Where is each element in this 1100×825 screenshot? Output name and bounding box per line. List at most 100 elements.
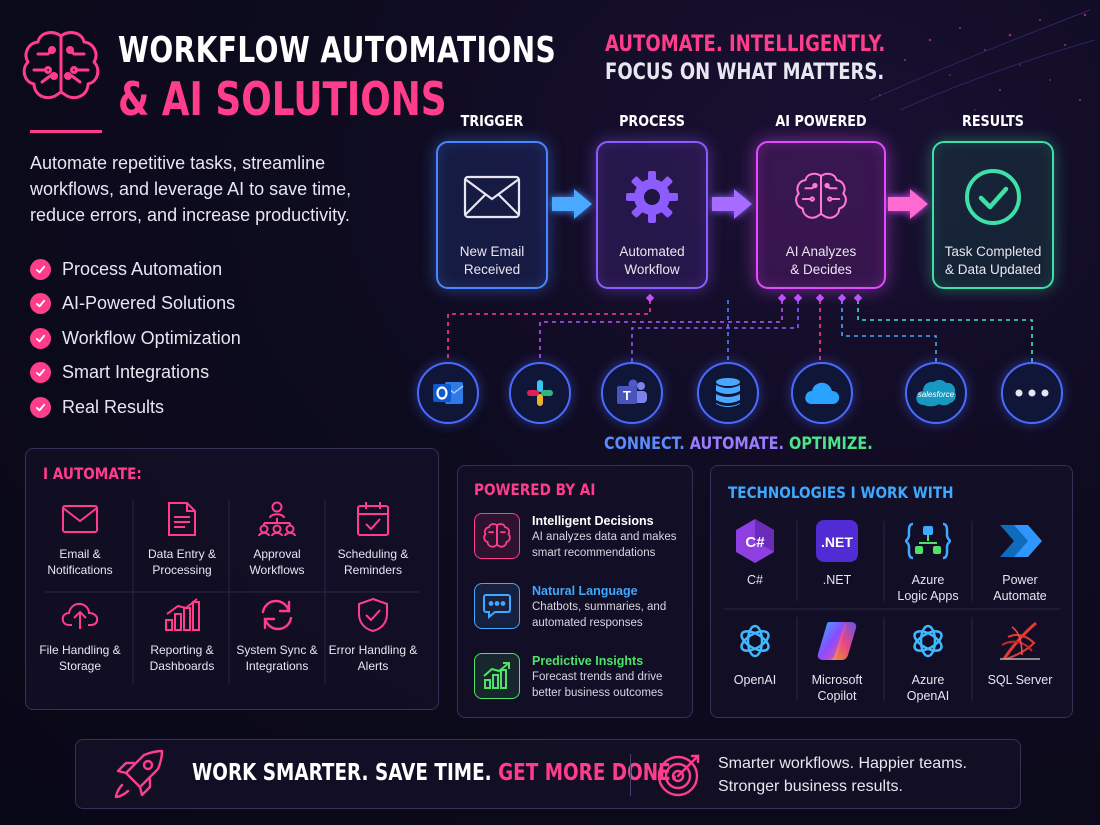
list-item-label: Real Results: [62, 396, 165, 417]
automate-grid-dividers: [45, 500, 419, 684]
salesforce-label: salesforce: [918, 390, 955, 399]
calendar-icon: [356, 498, 390, 540]
page-title-line2: & AI SOLUTIONS: [118, 72, 447, 126]
tech-item-power-automate: Power Automate: [977, 518, 1063, 604]
outlook-icon: [417, 362, 479, 424]
list-item-label: Smart Integrations: [62, 362, 210, 383]
list-item: Workflow Optimization: [30, 321, 241, 356]
gear-icon: [624, 167, 680, 227]
check-icon: [30, 327, 51, 349]
brain-icon: [790, 167, 852, 227]
list-item-label: AI-Powered Solutions: [62, 293, 236, 314]
stage-label-trigger: TRIGGER: [460, 112, 524, 130]
automate-item-reporting: Reporting & Dashboards: [134, 594, 230, 690]
connector-lines: [447, 293, 1033, 362]
tech-grid-dividers: [724, 521, 1060, 701]
tech-item-sql-server: SQL Server: [977, 618, 1063, 688]
footer-divider: [630, 754, 631, 796]
arrow-right-icon: [888, 189, 928, 219]
check-icon: [30, 293, 51, 315]
arrow-right-icon: [712, 189, 752, 219]
tagline-line1: AUTOMATE. INTELLIGENTLY.: [605, 32, 886, 57]
more-icon[interactable]: [1001, 362, 1063, 424]
shield-check-icon: [357, 594, 389, 636]
ai-panel-title: POWERED BY AI: [474, 480, 596, 499]
tech-item-dotnet: .NET .NET: [794, 518, 880, 588]
azure-openai-icon: [908, 618, 948, 664]
tech-panel-title: TECHNOLOGIES I WORK WITH: [728, 483, 954, 502]
stage-label-process: PROCESS: [619, 112, 685, 130]
automate-item-email: Email & Notifications: [32, 498, 128, 594]
teams-icon: T: [601, 362, 663, 424]
check-icon: [30, 396, 51, 418]
envelope-icon: [463, 167, 521, 227]
list-item-label: Process Automation: [62, 258, 223, 279]
power-automate-icon: [998, 518, 1042, 564]
tech-panel: [710, 465, 1073, 718]
growth-chart-icon: [474, 653, 520, 699]
list-item: Process Automation: [30, 252, 241, 287]
svg-text:C#: C#: [745, 534, 765, 551]
automate-item-sync: System Sync & Integrations: [229, 594, 325, 690]
list-item: AI-Powered Solutions: [30, 287, 241, 322]
intro-text: Automate repetitive tasks, streamline wo…: [30, 153, 352, 225]
rocket-icon: [110, 747, 166, 808]
database-icon: [697, 362, 759, 424]
list-item: Real Results: [30, 390, 241, 425]
chat-icon: [474, 583, 520, 629]
stage-text: Automated Workflow: [619, 244, 685, 277]
stage-text: New Email Received: [459, 244, 525, 277]
brain-logo-icon: [18, 24, 104, 110]
ai-item-decisions: Intelligent Decisions AI analyzes data a…: [474, 513, 676, 561]
list-item-label: Workflow Optimization: [62, 327, 241, 348]
automate-panel-title: I AUTOMATE:: [43, 464, 142, 483]
footer-banner: [75, 739, 1021, 809]
list-item: Smart Integrations: [30, 356, 241, 391]
page-title-line1: WORKFLOW AUTOMATIONS: [118, 30, 557, 71]
csharp-icon: C#: [734, 518, 776, 564]
sql-server-icon: [998, 618, 1042, 664]
footer-subtext: Smarter workflows. Happier teams. Strong…: [718, 755, 967, 795]
automate-item-scheduling: Scheduling & Reminders: [325, 498, 421, 594]
slack-icon: [509, 362, 571, 424]
svg-text:.NET: .NET: [821, 534, 853, 550]
check-icon: [30, 362, 51, 384]
stage-text: Task Completed & Data Updated: [944, 244, 1042, 277]
stage-label-results: RESULTS: [962, 112, 1024, 130]
stage-process: Automated Workflow: [596, 141, 708, 289]
tagline-line2: FOCUS ON WHAT MATTERS.: [605, 60, 885, 85]
connect-tagline: CONNECT. AUTOMATE. OPTIMIZE.: [604, 434, 873, 454]
approval-icon: [257, 498, 297, 540]
tech-item-azure-openai: Azure OpenAI: [885, 618, 971, 704]
tech-item-csharp: C# C#: [712, 518, 798, 588]
brain-icon: [474, 513, 520, 559]
cloud-icon: [791, 362, 853, 424]
automate-item-approval: Approval Workflows: [229, 498, 325, 594]
logic-apps-icon: [905, 518, 951, 564]
salesforce-icon: salesforce: [905, 362, 967, 424]
tech-item-openai: OpenAI: [712, 618, 798, 688]
openai-icon: [735, 618, 775, 664]
copilot-icon: [815, 618, 859, 664]
dotnet-icon: .NET: [815, 518, 859, 564]
automate-item-error: Error Handling & Alerts: [325, 594, 421, 690]
footer-headline: WORK SMARTER. SAVE TIME. GET MORE DONE.: [192, 760, 678, 786]
stage-ai: AI Analyzes & Decides: [756, 141, 886, 289]
checkmark-circle-icon: [963, 167, 1023, 227]
bar-chart-icon: [164, 594, 200, 636]
email-icon: [62, 498, 98, 540]
automate-panel: [25, 448, 439, 710]
automate-item-file: File Handling & Storage: [32, 594, 128, 690]
document-icon: [167, 498, 197, 540]
automate-item-data-entry: Data Entry & Processing: [134, 498, 230, 594]
check-icon: [30, 258, 51, 280]
stage-text: AI Analyzes & Decides: [785, 244, 857, 277]
ai-item-language: Natural Language Chatbots, summaries, an…: [474, 583, 666, 631]
stage-results: Task Completed & Data Updated: [932, 141, 1054, 289]
ai-item-predictive: Predictive Insights Forecast trends and …: [474, 653, 663, 701]
svg-text:T: T: [623, 388, 631, 403]
benefits-list: Process Automation AI-Powered Solutions …: [30, 252, 241, 425]
title-divider: [30, 130, 102, 133]
stage-trigger: New Email Received: [436, 141, 548, 289]
